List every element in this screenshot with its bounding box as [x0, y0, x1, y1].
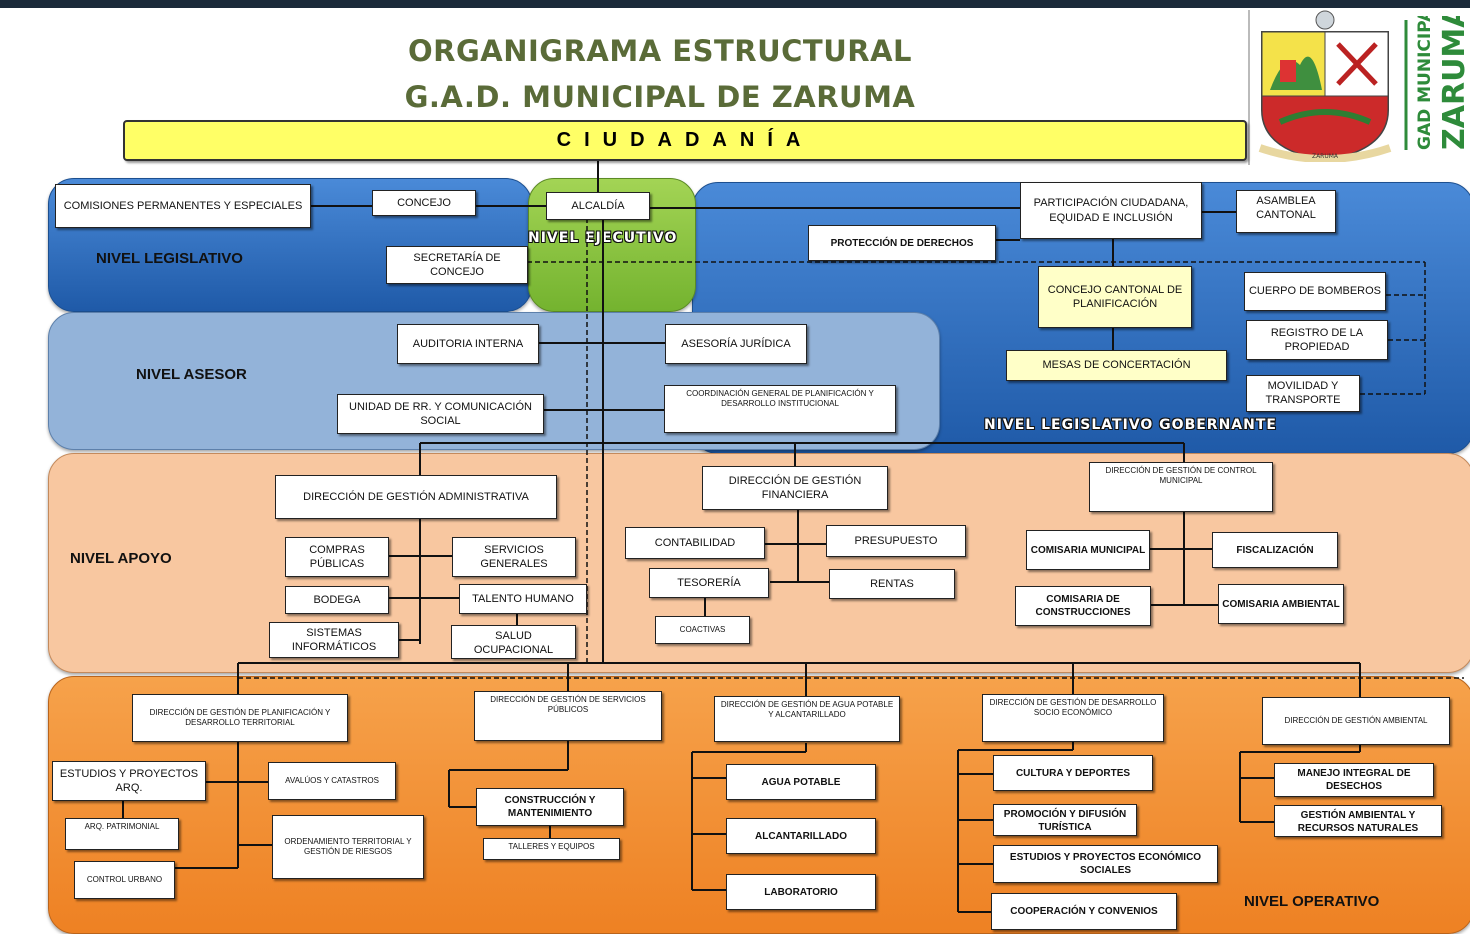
box-comisaria-ambiental[interactable]: COMISARIA AMBIENTAL [1218, 584, 1344, 624]
box-alcantarillado[interactable]: ALCANTARILLADO [726, 818, 876, 854]
box-avaluos[interactable]: AVALÚOS Y CATASTROS [268, 762, 396, 800]
box-arq-patrimonial[interactable]: ARQ. PATRIMONIAL [65, 818, 179, 850]
box-secretaria-concejo[interactable]: SECRETARÍA DE CONCEJO [386, 246, 528, 284]
box-alcaldia[interactable]: ALCALDÍA [546, 192, 650, 220]
box-construccion-mantenimiento[interactable]: CONSTRUCCIÓN Y MANTENIMIENTO [476, 788, 624, 826]
label-nivel-gobernante: NIVEL LEGISLATIVO GOBERNANTE [984, 417, 1277, 433]
box-contabilidad[interactable]: CONTABILIDAD [625, 527, 765, 559]
municipal-logo: ZARUMA [1248, 10, 1470, 165]
box-comisaria-construcciones[interactable]: COMISARIA DE CONSTRUCCIONES [1015, 586, 1151, 626]
box-fiscalizacion[interactable]: FISCALIZACIÓN [1212, 532, 1338, 568]
box-talento-humano[interactable]: TALENTO HUMANO [459, 584, 587, 614]
box-dir-financiera[interactable]: DIRECCIÓN DE GESTIÓN FINANCIERA [702, 466, 888, 510]
box-movilidad[interactable]: MOVILIDAD Y TRANSPORTE [1246, 375, 1360, 412]
box-auditoria[interactable]: AUDITORIA INTERNA [397, 324, 539, 364]
box-asamblea[interactable]: ASAMBLEA CANTONAL [1236, 190, 1336, 233]
box-concejo-planificacion[interactable]: CONCEJO CANTONAL DE PLANIFICACIÓN [1038, 266, 1192, 328]
label-nivel-apoyo: NIVEL APOYO [70, 550, 172, 567]
gad-logo-small: GAD MUNICIPAL [1415, 16, 1435, 150]
box-cooperacion-convenios[interactable]: COOPERACIÓN Y CONVENIOS [991, 893, 1177, 930]
box-concejo[interactable]: CONCEJO [372, 190, 476, 216]
box-bodega[interactable]: BODEGA [285, 586, 389, 614]
box-servicios-generales[interactable]: SERVICIOS GENERALES [452, 537, 576, 577]
box-presupuesto[interactable]: PRESUPUESTO [826, 525, 966, 557]
box-manejo-desechos[interactable]: MANEJO INTEGRAL DE DESECHOS [1274, 763, 1434, 797]
box-dir-ambiental[interactable]: DIRECCIÓN DE GESTIÓN AMBIENTAL [1262, 697, 1450, 745]
chart-title-line1: ORGANIGRAMA ESTRUCTURAL [408, 34, 912, 68]
box-dir-administrativa[interactable]: DIRECCIÓN DE GESTIÓN ADMINISTRATIVA [275, 475, 557, 519]
coat-of-arms-icon: ZARUMA [1258, 10, 1392, 163]
box-coordinacion-general[interactable]: COORDINACIÓN GENERAL DE PLANIFICACIÓN Y … [664, 385, 896, 433]
gad-logo-big: ZARUMA [1437, 16, 1470, 150]
citizen-bar: CIUDADANÍA [123, 120, 1247, 161]
box-bomberos[interactable]: CUERPO DE BOMBEROS [1244, 272, 1386, 311]
box-comisaria-municipal[interactable]: COMISARIA MUNICIPAL [1026, 530, 1150, 570]
box-dir-control[interactable]: DIRECCIÓN DE GESTIÓN DE CONTROL MUNICIPA… [1089, 462, 1273, 512]
box-mesas-concertacion[interactable]: MESAS DE CONCERTACIÓN [1006, 350, 1227, 381]
seal-banner-text: ZARUMA [1312, 153, 1339, 160]
box-sistemas-informaticos[interactable]: SISTEMAS INFORMÁTICOS [269, 622, 399, 658]
box-laboratorio[interactable]: LABORATORIO [726, 874, 876, 910]
box-dir-servicios-publicos[interactable]: DIRECCIÓN DE GESTIÓN DE SERVICIOS PÚBLIC… [474, 691, 662, 741]
box-comisiones[interactable]: COMISIONES PERMANENTES Y ESPECIALES [55, 184, 311, 228]
label-nivel-operativo: NIVEL OPERATIVO [1244, 893, 1380, 910]
box-compras-publicas[interactable]: COMPRAS PÚBLICAS [285, 537, 389, 577]
label-nivel-asesor: NIVEL ASESOR [136, 366, 247, 383]
box-salud-ocupacional[interactable]: SALUD OCUPACIONAL [451, 625, 576, 659]
box-rentas[interactable]: RENTAS [829, 569, 955, 599]
box-agua-potable[interactable]: AGUA POTABLE [726, 764, 876, 800]
box-tesoreria[interactable]: TESORERÍA [649, 568, 769, 598]
label-nivel-legislativo: NIVEL LEGISLATIVO [96, 250, 243, 267]
box-dir-planificacion[interactable]: DIRECCIÓN DE GESTIÓN DE PLANIFICACIÓN Y … [132, 694, 348, 742]
box-unidad-rr[interactable]: UNIDAD DE RR. Y COMUNICACIÓN SOCIAL [337, 394, 544, 434]
box-coactivas[interactable]: COACTIVAS [655, 616, 750, 644]
box-dir-agua-potable[interactable]: DIRECCIÓN DE GESTIÓN DE AGUA POTABLE Y A… [714, 696, 900, 742]
box-control-urbano[interactable]: CONTROL URBANO [74, 861, 175, 899]
box-dir-socio-economico[interactable]: DIRECCIÓN DE GESTIÓN DE DESARROLLO SOCIO… [982, 694, 1164, 742]
box-talleres-equipos[interactable]: TALLERES Y EQUIPOS [483, 838, 620, 860]
gad-logo-text: GAD MUNICIPAL ZARUMA [1404, 16, 1470, 150]
box-asesoria-juridica[interactable]: ASESORÍA JURÍDICA [665, 324, 807, 364]
box-estudios-arq[interactable]: ESTUDIOS Y PROYECTOS ARQ. [52, 761, 206, 801]
box-promocion-turistica[interactable]: PROMOCIÓN Y DIFUSIÓN TURÍSTICA [993, 804, 1137, 836]
box-ordenamiento[interactable]: ORDENAMIENTO TERRITORIAL Y GESTIÓN DE RI… [272, 815, 424, 879]
box-proteccion-derechos[interactable]: PROTECCIÓN DE DERECHOS [808, 225, 996, 261]
chart-title-line2: G.A.D. MUNICIPAL DE ZARUMA [404, 80, 916, 114]
box-gestion-ambiental[interactable]: GESTIÓN AMBIENTAL Y RECURSOS NATURALES [1274, 805, 1442, 837]
box-registro-propiedad[interactable]: REGISTRO DE LA PROPIEDAD [1246, 320, 1388, 360]
box-cultura-deportes[interactable]: CULTURA Y DEPORTES [993, 755, 1153, 791]
box-participacion[interactable]: PARTICIPACIÓN CIUDADANA, EQUIDAD E INCLU… [1020, 182, 1202, 239]
box-estudios-economicos[interactable]: ESTUDIOS Y PROYECTOS ECONÓMICO SOCIALES [993, 845, 1218, 883]
window-top-bar [0, 0, 1470, 8]
